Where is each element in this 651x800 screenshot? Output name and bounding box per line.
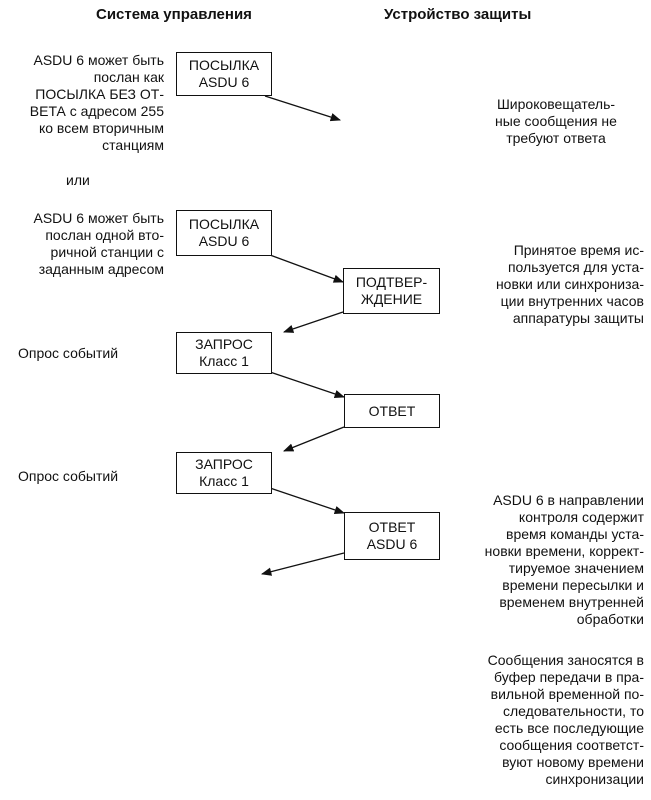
arrow-request1-to-reply1 xyxy=(269,371,345,398)
buffer-note: Сообщения заносятся в буфер передачи в п… xyxy=(487,652,644,787)
arrow-reply1-to-request2 xyxy=(283,426,345,452)
event-poll-label-1: Опрос событий xyxy=(18,345,119,361)
request-class1-box-2: ЗАПРОС Класс 1 xyxy=(176,452,272,494)
arrow-reply2-return xyxy=(260,552,345,576)
reply-asdu6-box: ОТВЕТ ASDU 6 xyxy=(344,512,440,560)
asdu6-direction-note: ASDU 6 в направлении контроля содержит в… xyxy=(484,492,644,627)
addressed-note: ASDU 6 может быть послан одной вто- ричн… xyxy=(33,210,165,277)
broadcast-no-reply-note: Широковещатель- ные сообщения не требуют… xyxy=(495,96,617,146)
reply-box: ОТВЕТ xyxy=(344,394,440,428)
confirmation-box: ПОДТВЕР- ЖДЕНИЕ xyxy=(343,268,440,314)
send-asdu6-box-2: ПОСЫЛКА ASDU 6 xyxy=(176,210,272,256)
protection-device-header: Устройство защиты xyxy=(384,6,532,23)
broadcast-note: ASDU 6 может быть послан как ПОСЫЛКА БЕЗ… xyxy=(29,52,164,153)
event-poll-label-2: Опрос событий xyxy=(18,468,119,484)
arrow-send1-broadcast xyxy=(264,95,341,122)
arrow-confirm-to-request1 xyxy=(283,311,344,333)
control-system-header: Система управления xyxy=(96,6,252,23)
arrow-send2-to-confirm xyxy=(269,254,344,283)
send-asdu6-box-1: ПОСЫЛКА ASDU 6 xyxy=(176,52,272,96)
request-class1-box-1: ЗАПРОС Класс 1 xyxy=(176,332,272,374)
or-label: или xyxy=(66,172,90,188)
arrow-request2-to-reply2 xyxy=(269,487,345,514)
time-used-note: Принятое время ис- пользуется для уста- … xyxy=(495,242,644,326)
